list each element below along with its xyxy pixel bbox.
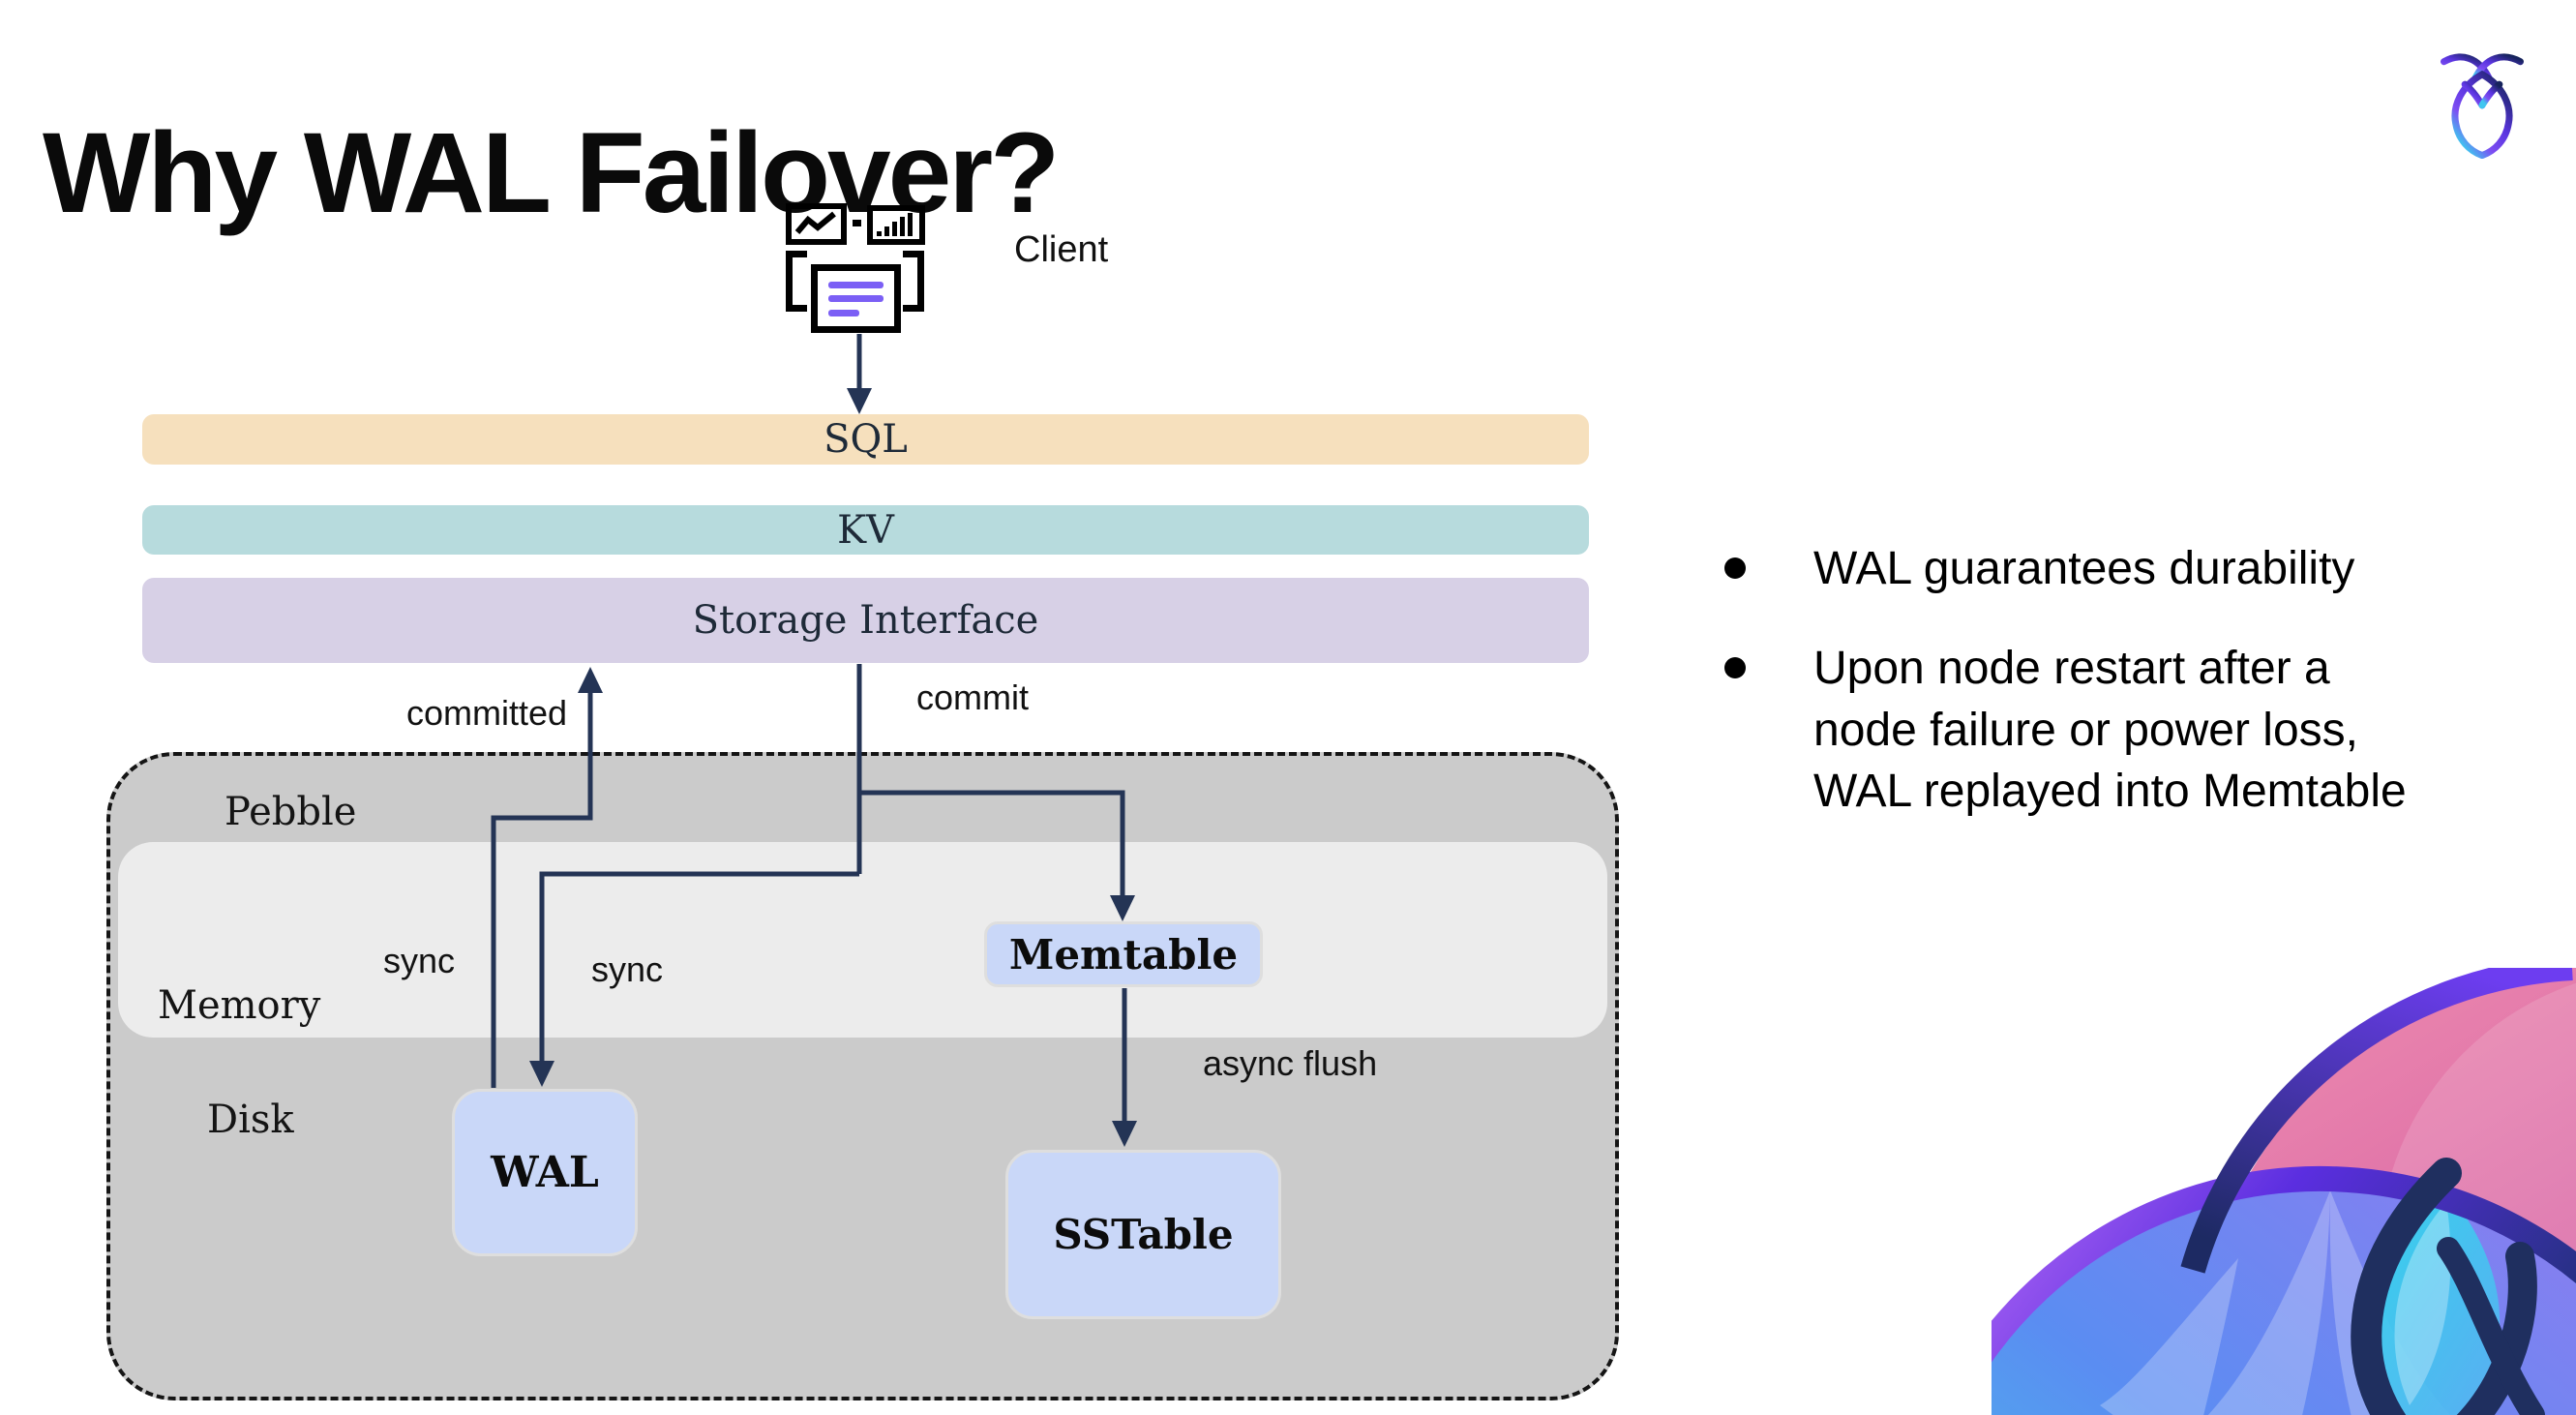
dash-connector xyxy=(853,220,861,226)
committed-label: committed xyxy=(406,693,568,733)
commit-label: commit xyxy=(916,677,1029,717)
bar-chart-icon xyxy=(867,205,925,245)
logo-body xyxy=(2451,70,2513,159)
client-label: Client xyxy=(1014,229,1109,270)
bracket-right-icon xyxy=(903,251,924,312)
list-item: WAL guarantees durability xyxy=(1724,538,2537,599)
async-flush-label: async flush xyxy=(1203,1043,1378,1083)
wal-box: WAL xyxy=(452,1089,638,1256)
layer-kv-label: KV xyxy=(837,507,894,553)
bullet-list: WAL guarantees durability Upon node rest… xyxy=(1724,538,2537,860)
list-item: Upon node restart after a node failure o… xyxy=(1724,638,2537,822)
layer-kv: KV xyxy=(142,505,1589,555)
memory-region xyxy=(118,842,1607,1038)
arrowhead-into-sql xyxy=(847,388,872,414)
bullet-dot xyxy=(1724,557,1746,579)
document-icon xyxy=(811,264,901,333)
memtable-box: Memtable xyxy=(984,921,1263,987)
bracket-left-icon xyxy=(786,251,807,312)
bullet-dot xyxy=(1724,657,1746,679)
bullet-text: Upon node restart after a node failure o… xyxy=(1813,643,2407,818)
cockroach-logo xyxy=(2440,53,2525,159)
memory-label: Memory xyxy=(158,983,321,1028)
sstable-label: SSTable xyxy=(1053,1211,1234,1258)
layer-sql: SQL xyxy=(142,414,1589,465)
bullet-text: WAL guarantees durability xyxy=(1813,543,2355,594)
layer-storage-interface: Storage Interface xyxy=(142,578,1589,663)
document-text-line xyxy=(828,295,884,302)
disk-label: Disk xyxy=(207,1098,294,1142)
page-title: Why WAL Failover? xyxy=(43,109,1060,238)
sync-label-left: sync xyxy=(383,941,456,980)
layer-sql-label: SQL xyxy=(824,417,908,462)
arrowhead-into-storage xyxy=(578,667,603,693)
brand-art xyxy=(1992,968,2576,1415)
document-text-line xyxy=(828,282,884,288)
logo-vein-right xyxy=(2478,80,2503,109)
sstable-box: SSTable xyxy=(1005,1150,1281,1319)
pebble-label: Pebble xyxy=(225,790,357,834)
wal-label: WAL xyxy=(491,1148,599,1197)
line-chart-icon xyxy=(786,203,847,245)
sync-label-right: sync xyxy=(591,949,664,989)
document-text-line xyxy=(828,310,859,316)
layer-storage-label: Storage Interface xyxy=(692,598,1039,643)
memtable-label: Memtable xyxy=(1008,930,1239,978)
logo-vein-left xyxy=(2461,80,2486,109)
